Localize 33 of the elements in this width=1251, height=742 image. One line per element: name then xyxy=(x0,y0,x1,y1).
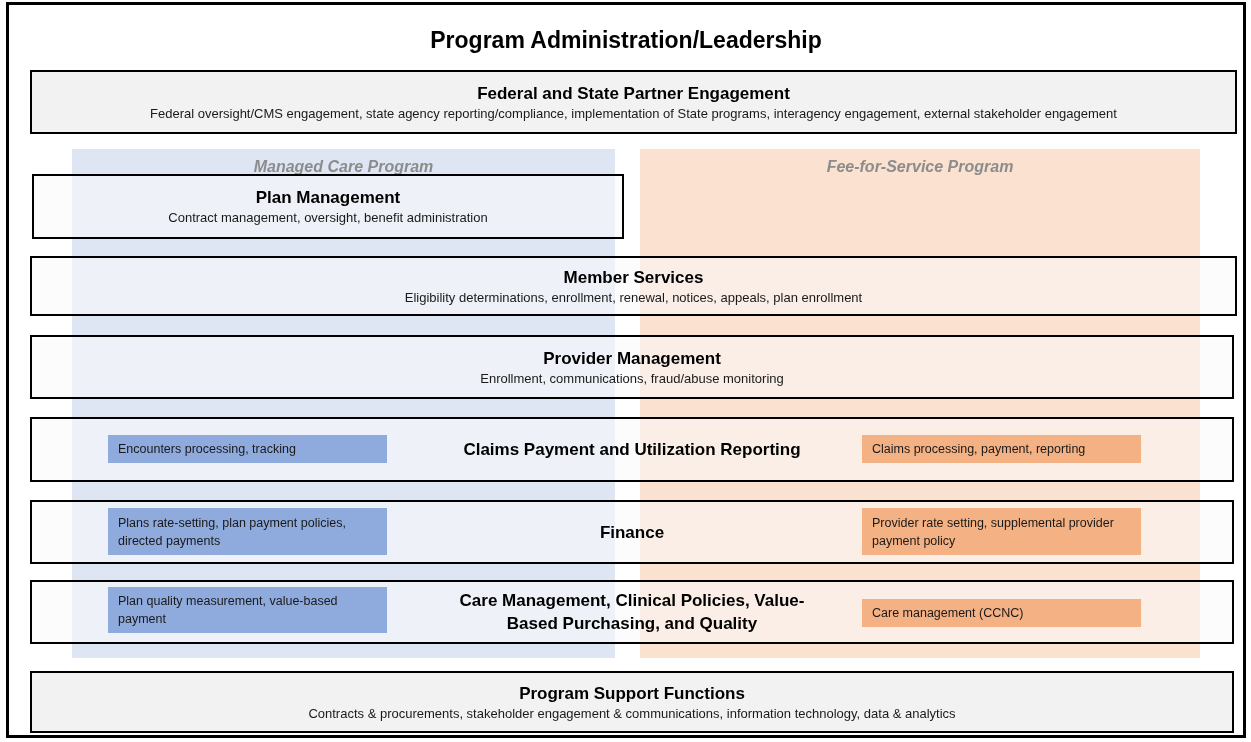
function-row-box xyxy=(30,335,1234,399)
function-heading: Plan Management xyxy=(255,187,401,209)
activity-text: Plans rate-setting, plan payment policies, directed payments xyxy=(118,514,347,550)
activity-text: Encounters processing, tracking xyxy=(118,441,296,458)
function-heading: Member Services xyxy=(563,266,704,289)
function-heading: Claims Payment and Utilization Reporting xyxy=(463,439,801,461)
function-description: Eligibility determinations, enrollment, renewal, notices, appeals, plan enrollment xyxy=(404,288,863,307)
activity-box xyxy=(108,587,387,633)
function-box xyxy=(30,70,1237,134)
activity-text: Plan quality measurement, value-based payment xyxy=(118,593,339,628)
activity-box xyxy=(862,508,1141,555)
program-label: Managed Care Program xyxy=(253,157,434,177)
activity-box xyxy=(108,435,387,463)
activity-text: Claims processing, payment, reporting xyxy=(872,441,1086,458)
activity-box xyxy=(108,508,387,555)
activity-box xyxy=(862,599,1141,627)
function-description: Contract management, oversight, benefit administration xyxy=(168,209,488,227)
activity-text: Care management (CCNC) xyxy=(872,605,1024,622)
function-heading: Finance xyxy=(599,521,665,544)
function-row-box xyxy=(32,174,624,239)
function-heading: Provider Management xyxy=(543,347,721,370)
diagram-title: Program Administration/Leadership xyxy=(430,26,822,55)
function-description: Contracts & procurements, stakeholder engagement & communications, information technology, data & analytics xyxy=(308,704,956,723)
function-description: Enrollment, communications, fraud/abuse monitoring xyxy=(480,369,784,388)
function-heading: Care Management, Clinical Policies, Value-Based Purchasing, and Quality xyxy=(458,590,806,635)
function-box xyxy=(30,671,1234,733)
function-heading: Program Support Functions xyxy=(519,682,745,705)
program-label: Fee-for-Service Program xyxy=(826,157,1014,177)
function-row-box xyxy=(30,256,1237,316)
activity-text: Provider rate setting, supplemental provider payment policy xyxy=(872,514,1115,550)
function-description: Federal oversight/CMS engagement, state agency reporting/compliance, implementation of State programs, interagency engagement, external stakeholder engagement xyxy=(150,104,1117,123)
function-heading: Federal and State Partner Engagement xyxy=(477,82,790,105)
activity-box xyxy=(862,435,1141,463)
